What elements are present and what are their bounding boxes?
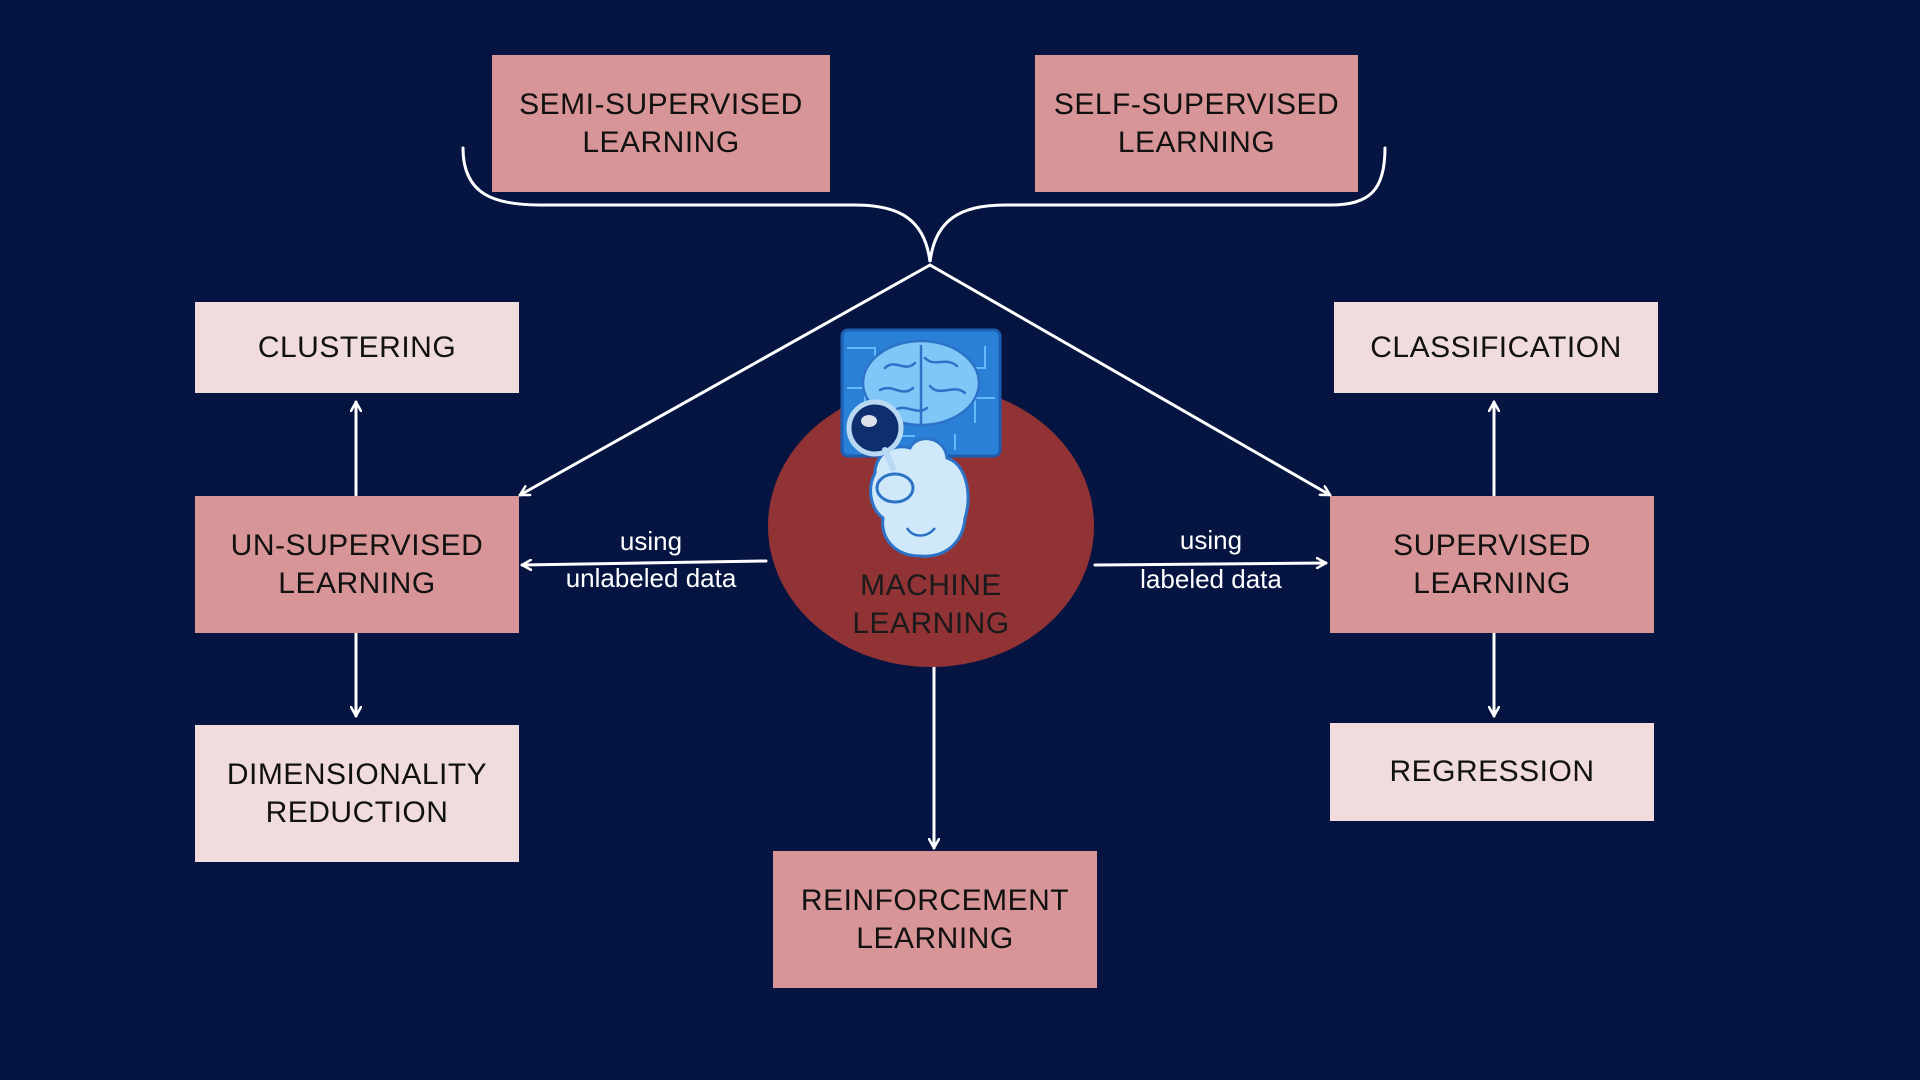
arrow-center-to-unsupervised [520,561,768,565]
node-label: CLUSTERING [257,330,457,364]
node-semi-supervised-learning: SEMI-SUPERVISED LEARNING [492,55,830,192]
node-label: REINFORCEMENT LEARNING [800,883,1070,955]
brain-detective-mascot-icon [840,328,1002,558]
center-node-label: MACHINE LEARNING [852,569,1010,640]
edge-label-unlabeled: using unlabeled data [566,526,737,594]
arrow-brace-to-unsupervised [518,263,932,497]
arrow-center-to-supervised [1093,563,1328,565]
node-dimensionality-reduction: DIMENSIONALITY REDUCTION [195,725,519,862]
node-label: SEMI-SUPERVISED LEARNING [519,87,803,159]
node-classification: CLASSIFICATION [1334,302,1658,393]
node-regression: REGRESSION [1330,723,1654,821]
curly-brace [461,146,1387,263]
node-reinforcement-learning: REINFORCEMENT LEARNING [773,851,1097,988]
node-label: REGRESSION [1389,755,1595,788]
node-self-supervised-learning: SELF-SUPERVISED LEARNING [1035,55,1358,192]
node-label: DIMENSIONALITY REDUCTION [226,757,488,829]
edge-label-line: labeled data [1140,564,1282,594]
node-label: SELF-SUPERVISED LEARNING [1053,87,1340,159]
node-clustering: CLUSTERING [195,302,519,393]
edge-label-labeled: using labeled data [1140,525,1282,595]
node-label: SUPERVISED LEARNING [1393,528,1591,600]
edge-label-line: using [619,526,683,556]
edge-label-line: using [1179,525,1243,555]
node-unsupervised-learning: UN-SUPERVISED LEARNING [195,496,519,633]
node-label: UN-SUPERVISED LEARNING [230,528,484,600]
arrow-brace-to-supervised [928,263,1332,497]
node-supervised-learning: SUPERVISED LEARNING [1330,496,1654,633]
edge-label-line: unlabeled data [565,563,737,593]
node-label: CLASSIFICATION [1370,330,1622,364]
